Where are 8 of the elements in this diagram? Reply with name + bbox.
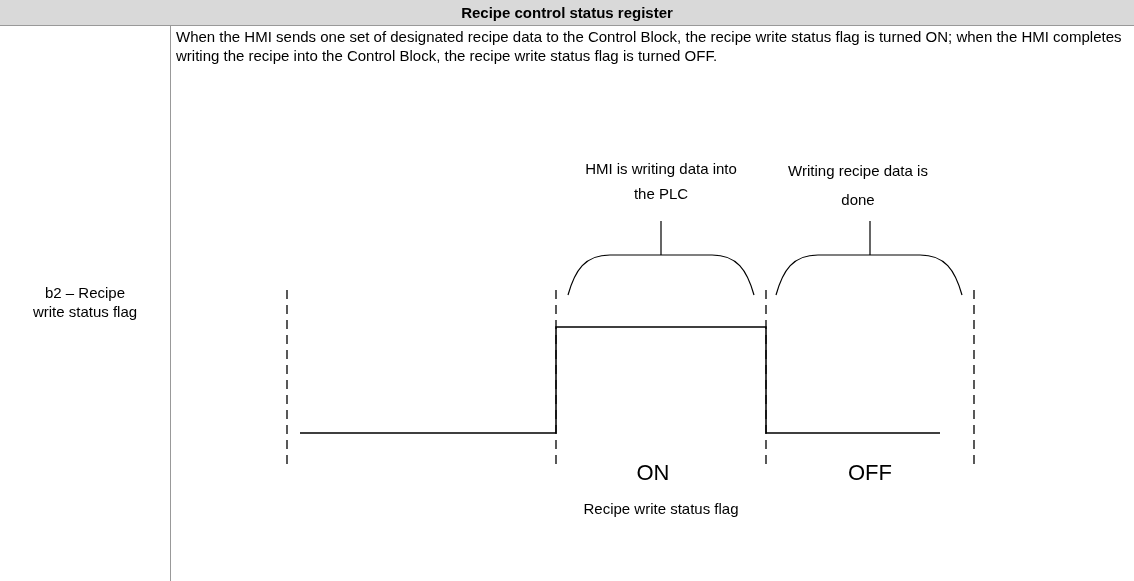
description-text: When the HMI sends one set of designated recipe data to the Control Block, the recipe write status flag is turned ON; when the HMI completes writing the recipe into the Control Block, the recipe write status flag is turned OFF. xyxy=(176,27,1123,65)
bracket-label: Writing recipe data is done xyxy=(787,161,929,210)
bracket-label: HMI is writing data into the PLC xyxy=(584,159,738,204)
state-label: ON xyxy=(635,459,671,487)
state-label: OFF xyxy=(847,459,893,487)
table-header: Recipe control status register xyxy=(0,0,1134,26)
row-label: b2 – Recipe write status flag xyxy=(31,283,139,321)
chart-caption: Recipe write status flag xyxy=(582,499,740,519)
